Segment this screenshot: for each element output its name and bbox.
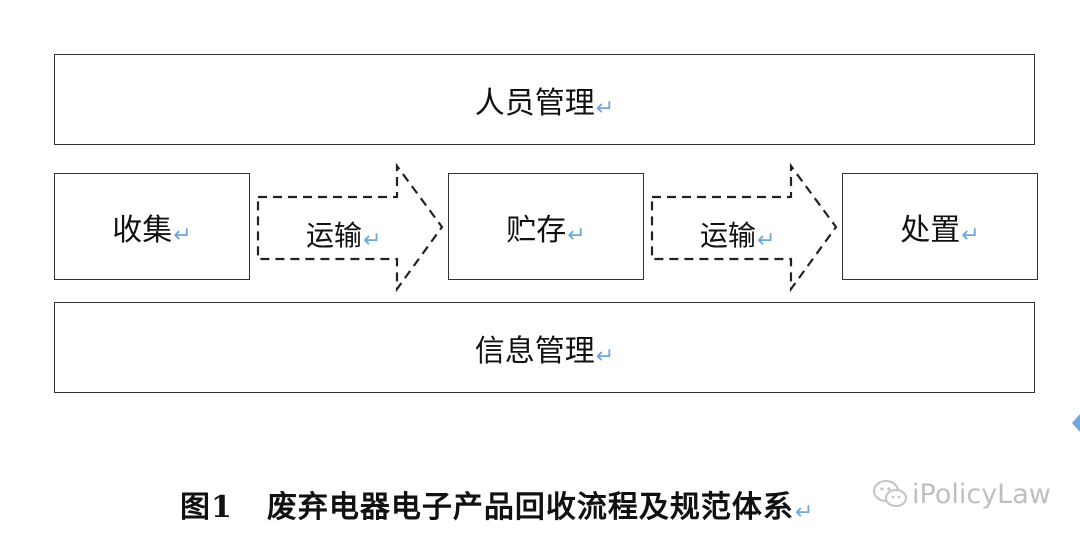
paragraph-mark-icon: ↵ xyxy=(961,222,980,248)
information-management-box: 信息管理↵ xyxy=(54,302,1035,393)
paragraph-mark-icon: ↵ xyxy=(757,228,776,253)
figure-number: 图1 xyxy=(180,490,233,525)
edge-marker-icon xyxy=(1072,414,1080,432)
figure-caption: 图1 废弃电器电子产品回收流程及规范体系↵ xyxy=(180,482,814,526)
personnel-management-text: 人员管理 xyxy=(474,85,595,121)
watermark: iPolicyLaw xyxy=(872,478,1051,510)
paragraph-mark-icon: ↵ xyxy=(567,222,586,248)
transport-text-1: 运输 xyxy=(306,219,363,252)
collect-label: 收集↵ xyxy=(112,205,191,249)
paragraph-mark-icon: ↵ xyxy=(595,343,615,369)
watermark-text: iPolicyLaw xyxy=(912,478,1051,510)
figure-title: 废弃电器电子产品回收流程及规范体系 xyxy=(266,490,794,525)
personnel-management-box: 人员管理↵ xyxy=(54,54,1035,145)
information-management-label: 信息管理↵ xyxy=(475,326,614,370)
personnel-management-label: 人员管理↵ xyxy=(475,78,614,122)
information-management-text: 信息管理 xyxy=(474,333,595,369)
transport-arrow-1-shape xyxy=(256,162,444,293)
paragraph-mark-icon: ↵ xyxy=(173,222,192,248)
disposal-box: 处置↵ xyxy=(842,173,1038,280)
paragraph-mark-icon: ↵ xyxy=(595,95,615,121)
storage-box: 贮存↵ xyxy=(448,173,644,280)
transport-arrow-2-shape xyxy=(650,162,838,293)
paragraph-mark-icon: ↵ xyxy=(363,228,382,253)
storage-text: 贮存 xyxy=(506,212,567,248)
transport-label-2: 运输↵ xyxy=(700,214,775,254)
storage-label: 贮存↵ xyxy=(506,205,585,249)
collect-text: 收集 xyxy=(112,212,173,248)
transport-label-1: 运输↵ xyxy=(306,214,381,254)
disposal-text: 处置 xyxy=(900,212,961,248)
wechat-icon xyxy=(873,480,907,507)
collect-box: 收集↵ xyxy=(54,173,250,280)
paragraph-mark-icon: ↵ xyxy=(794,500,815,525)
disposal-label: 处置↵ xyxy=(900,205,979,249)
transport-text-2: 运输 xyxy=(700,219,757,252)
